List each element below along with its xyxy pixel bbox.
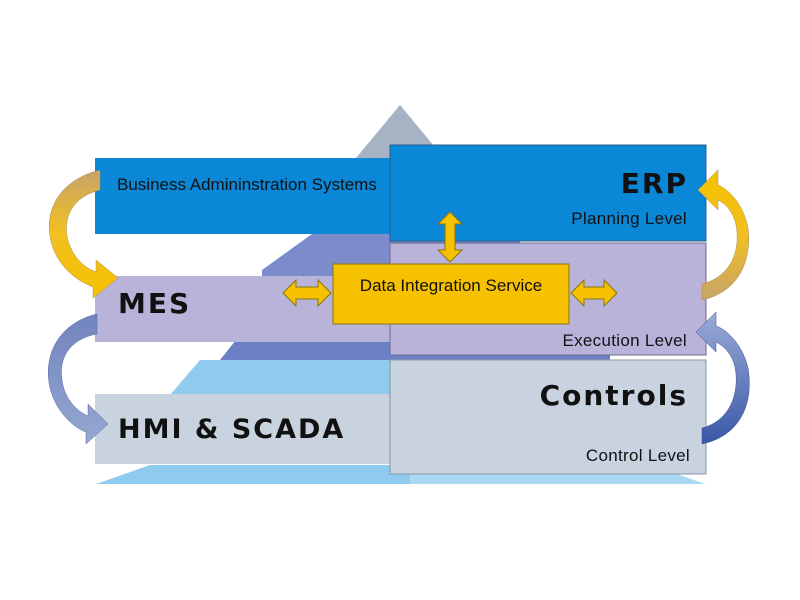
right-slate-curve-arrow (695, 311, 750, 445)
right-double-arrow (570, 278, 618, 308)
erp-box (389, 144, 707, 242)
planning-level-label: Planning Level (571, 209, 687, 228)
left-double-arrow (282, 278, 332, 308)
right-gold-curve-arrow (697, 169, 749, 301)
data-integration-box (332, 263, 570, 325)
data-integration-label: Data Integration Service (359, 276, 543, 295)
erp-title: ERP (620, 167, 688, 200)
mes-title: MES (118, 287, 192, 320)
left-gold-curve-arrow (49, 169, 119, 299)
business-admin-label: Business Admininstration Systems (117, 175, 377, 194)
execution-level-label: Execution Level (562, 331, 687, 350)
vertical-double-arrow (436, 211, 464, 263)
control-level-label: Control Level (585, 446, 690, 465)
business-admin-bar (95, 158, 395, 234)
hmi-scada-title: HMI & SCADA (118, 414, 346, 445)
left-slate-curve-arrow (48, 313, 109, 445)
controls-title: Controls (539, 379, 688, 412)
hmi-bar (95, 394, 395, 464)
controls-box (389, 359, 707, 475)
